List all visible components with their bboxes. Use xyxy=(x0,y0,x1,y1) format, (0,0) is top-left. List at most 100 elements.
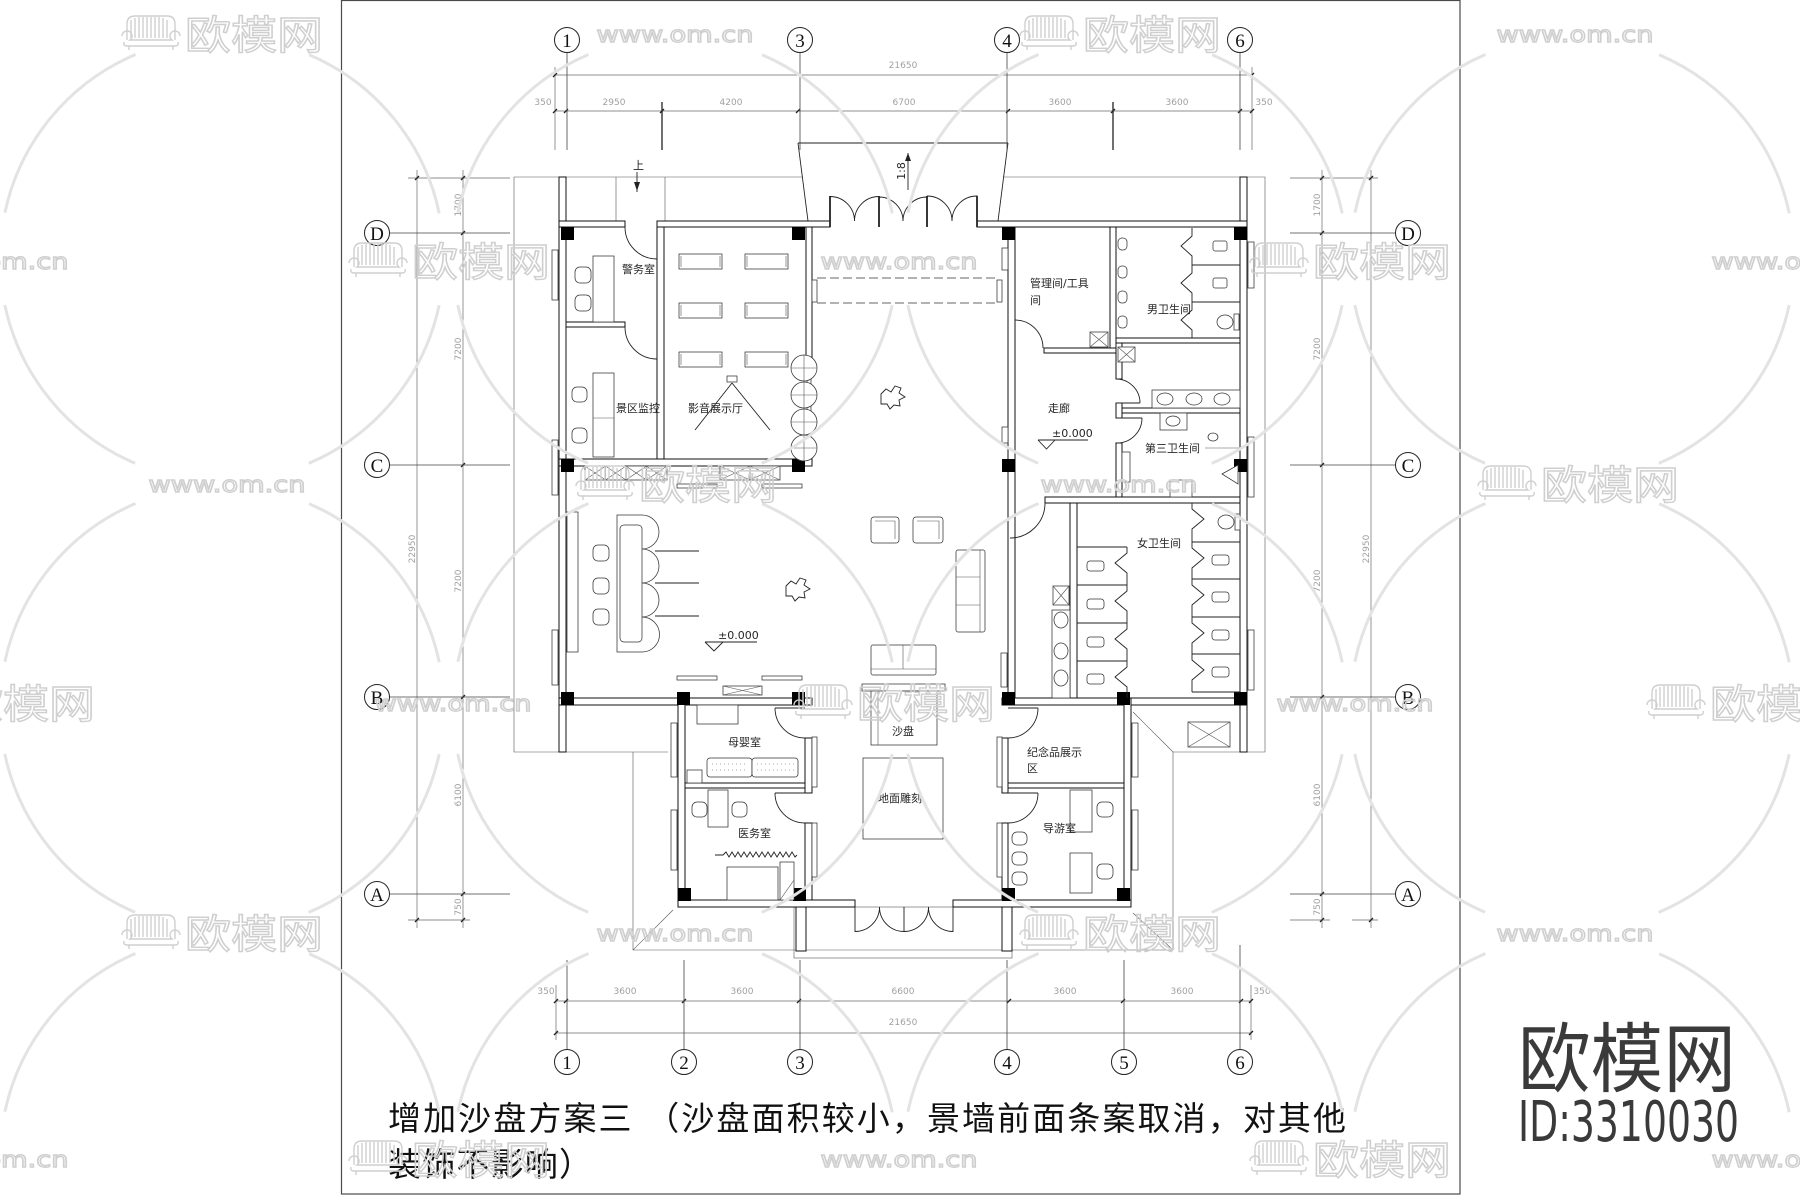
wall-lower-left xyxy=(677,697,686,908)
watermark-url xyxy=(1275,691,1435,718)
axis-bubble xyxy=(1395,452,1421,478)
axis-bubble xyxy=(364,452,390,478)
overhead-beam-dashed xyxy=(817,277,997,304)
furniture-lower-rooms xyxy=(686,704,1114,901)
elevation-mark-corridor xyxy=(1037,439,1088,450)
label-souvenir-area: 纪念品展示 xyxy=(1027,745,1082,759)
sofa-bench xyxy=(751,757,799,778)
dim-segment: 7200 xyxy=(454,337,464,360)
projection-lines xyxy=(694,382,771,431)
axis-lines xyxy=(389,232,510,895)
label-corridor: 走廊 xyxy=(1048,401,1070,415)
axis-label-1: 1 xyxy=(562,31,572,52)
label-mens-toilet: 男卫生间 xyxy=(1147,302,1191,316)
sink xyxy=(1053,642,1069,660)
shaft-cross xyxy=(1089,331,1109,348)
axis-label-4: 4 xyxy=(1002,1053,1012,1074)
partition-police-monitoring xyxy=(565,321,626,328)
axis-bubble xyxy=(787,27,813,53)
sink xyxy=(1053,669,1069,687)
axis-label-6: 6 xyxy=(1235,1053,1245,1074)
dim-segment: 7200 xyxy=(1313,337,1323,360)
watermark-url xyxy=(595,22,755,49)
bench xyxy=(744,302,789,319)
bench xyxy=(744,253,789,270)
dim-total: 21650 xyxy=(889,1018,918,1028)
watermark-logo xyxy=(121,911,324,959)
watermark-logo xyxy=(1019,12,1222,60)
sink xyxy=(1165,415,1181,427)
squat-toilet xyxy=(1212,240,1228,252)
axis-label-5: 5 xyxy=(1119,1053,1129,1074)
western-toilet xyxy=(1216,314,1234,330)
wall-av-top xyxy=(656,220,831,228)
wall-police-top xyxy=(558,220,626,228)
watermark-url xyxy=(0,1147,70,1174)
door-tour-guide xyxy=(1007,792,1039,824)
dim-segment: 6700 xyxy=(893,98,916,108)
watermark-logo xyxy=(1477,462,1680,510)
monitoring-desk xyxy=(592,372,615,458)
axis-label-3: 3 xyxy=(795,1053,805,1074)
watermark-logo xyxy=(121,12,324,60)
site-line-left xyxy=(513,176,803,753)
window xyxy=(670,722,678,778)
watermark-url xyxy=(0,249,70,276)
axis-label-a: A xyxy=(370,885,384,906)
dim-segment: 350 xyxy=(1255,98,1272,108)
dim-segment: 6600 xyxy=(892,987,915,997)
window xyxy=(1247,241,1255,289)
lower-site-line xyxy=(632,752,1174,951)
annotations: 上 1:8 ±0.000 ±0.000 xyxy=(633,153,1093,652)
door-police-monitoring xyxy=(624,326,658,360)
dim-segment: 750 xyxy=(1313,898,1323,915)
sink xyxy=(1185,392,1203,406)
label-womens-toilet: 女卫生间 xyxy=(1137,536,1181,550)
watermark-logo xyxy=(1249,1137,1452,1185)
label-floor-carving: 地面雕刻 xyxy=(878,791,922,805)
axis-bubble xyxy=(554,27,580,53)
dim-segment: 4200 xyxy=(720,98,743,108)
dim-extension-lines xyxy=(554,67,1253,150)
room-labels: 警务室 景区监控 影音展示厅 管理间/工具 间 男卫生间 走廊 第三卫生间 女卫… xyxy=(616,262,1200,840)
chair xyxy=(592,544,610,562)
label-mother-baby-room: 母婴室 xyxy=(728,735,761,749)
watermark-logo xyxy=(793,681,996,729)
door-medical xyxy=(774,792,806,824)
axis-lines xyxy=(566,52,1241,150)
dim-segment: 6100 xyxy=(1313,783,1323,806)
window xyxy=(996,736,1003,788)
partition-souvenir-guide xyxy=(1007,782,1125,789)
furniture-av-hall xyxy=(678,253,818,462)
shaft-cross xyxy=(1117,346,1136,363)
wall-bottom-right xyxy=(952,899,1132,908)
axis-bubble xyxy=(1227,27,1253,53)
loveseat xyxy=(870,644,937,676)
wall-mother-baby-hall-1 xyxy=(804,737,813,794)
axis-bubble xyxy=(554,1049,580,1075)
axis-label-a: A xyxy=(1401,885,1415,906)
wall-souvenir-hall-1 xyxy=(1001,737,1009,794)
label-management-room: 管理间/工具 xyxy=(1030,276,1089,290)
bed-step-diagonal xyxy=(779,879,795,901)
armchair xyxy=(912,516,944,544)
sink xyxy=(1156,392,1174,406)
label-tour-guide-room: 导游室 xyxy=(1043,821,1076,835)
armchair xyxy=(870,516,900,544)
western-toilet xyxy=(1217,514,1235,530)
dim-total: 22950 xyxy=(408,534,418,563)
steps-up-label: 上 xyxy=(633,159,644,172)
watermark-marks xyxy=(0,12,1800,1185)
dim-segment: 3600 xyxy=(1054,987,1077,997)
ramp-slope-label: 1:8 xyxy=(895,162,908,180)
door-souvenir xyxy=(1007,707,1039,739)
chair xyxy=(691,801,708,818)
chair xyxy=(1096,801,1114,818)
medical-bed xyxy=(726,866,779,901)
dim-segment: 350 xyxy=(537,987,554,997)
squat-toilet xyxy=(1211,554,1230,566)
furniture-right-block xyxy=(1051,228,1241,748)
column xyxy=(1002,227,1015,240)
wall-bottom-left xyxy=(677,899,856,908)
dim-segment: 3600 xyxy=(1049,98,1072,108)
